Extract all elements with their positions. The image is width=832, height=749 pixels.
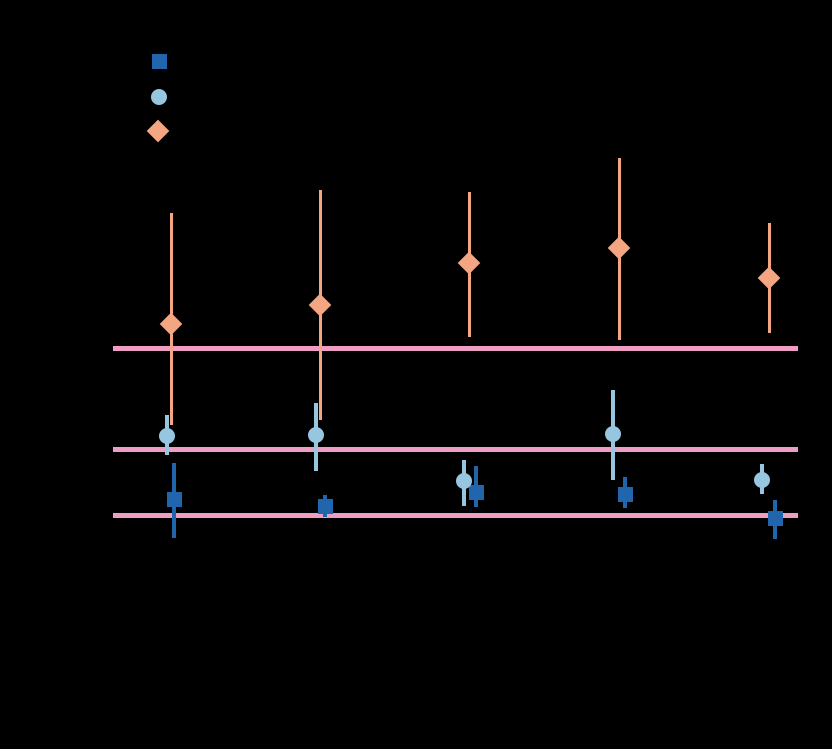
marker-circle-5 [754,472,770,488]
legend-marker-diamond [146,119,170,143]
marker-square-3 [468,484,484,500]
marker-square-4 [617,486,633,502]
marker-square-2 [317,498,333,514]
marker-diamond-1 [159,312,183,336]
legend-marker-square [151,53,167,69]
marker-circle-1 [159,428,175,444]
marker-circle-3 [456,473,472,489]
marker-circle-2 [308,427,324,443]
reference-line-1 [113,345,798,351]
marker-diamond-2 [308,293,332,317]
reference-line-3 [113,512,798,518]
marker-diamond-4 [607,236,631,260]
marker-diamond-3 [457,251,481,275]
legend-marker-circle [151,89,167,105]
marker-diamond-5 [757,266,781,290]
marker-square-5 [767,510,783,526]
marker-circle-4 [605,426,621,442]
marker-square-1 [166,491,182,507]
reference-line-2 [113,446,798,452]
